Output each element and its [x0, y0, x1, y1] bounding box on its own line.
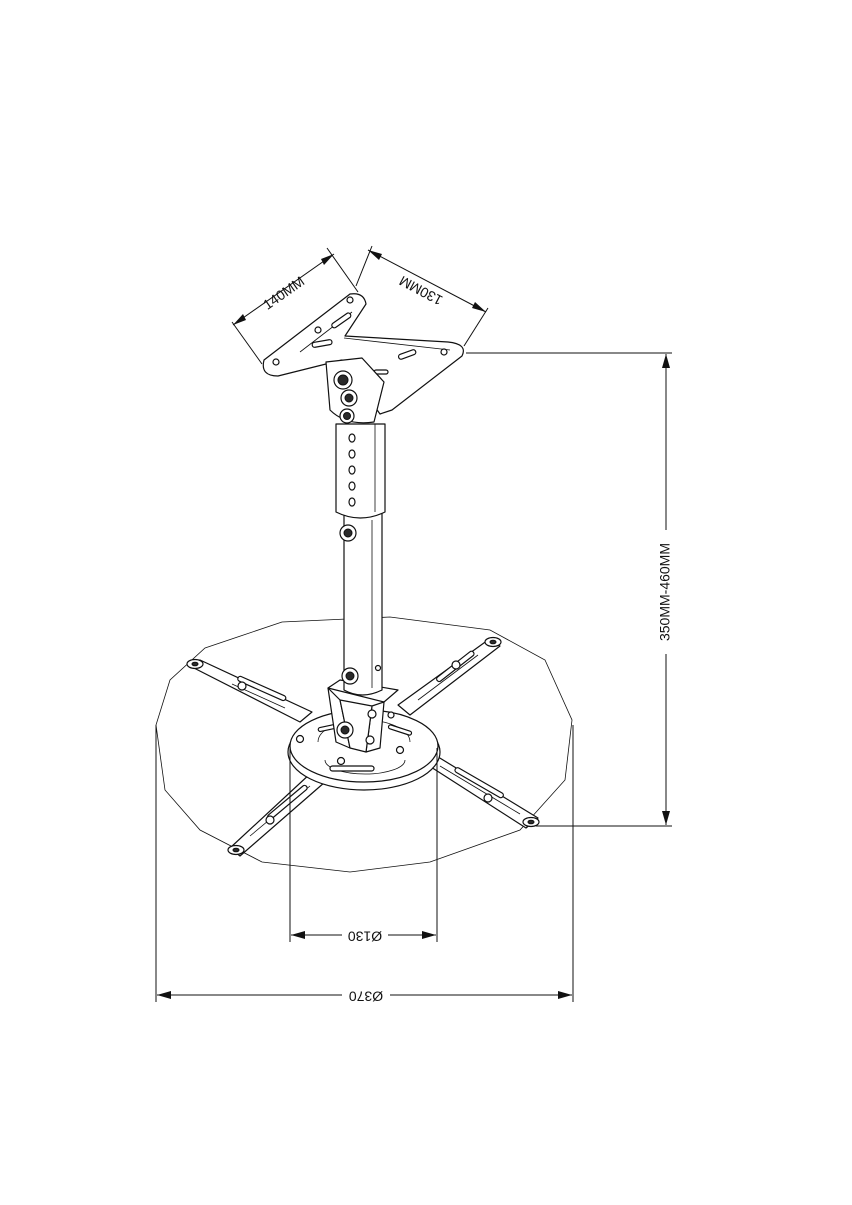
hub-diameter-label: Ø130: [348, 928, 382, 944]
dim-hub-diameter: Ø130: [289, 748, 438, 944]
arm-lower-left: [227, 771, 326, 857]
arm-span-diameter-label: Ø370: [349, 988, 383, 1004]
arm-upper-right: [397, 636, 502, 716]
arm-span-envelope: [155, 616, 573, 873]
ceiling-plate: [262, 293, 464, 424]
arm-lower-right: [419, 751, 540, 829]
projector-arms: [186, 636, 540, 857]
arm-upper-left: [186, 658, 313, 723]
dim-height: 350MM-460MM: [466, 352, 674, 827]
height-label: 350MM-460MM: [657, 543, 673, 641]
dim-arm-span-diameter: Ø370: [155, 725, 574, 1004]
telescopic-pole: [335, 423, 386, 696]
dim-plate-depth: 130MM: [355, 245, 489, 347]
plate-width-label: 140MM: [260, 273, 307, 313]
